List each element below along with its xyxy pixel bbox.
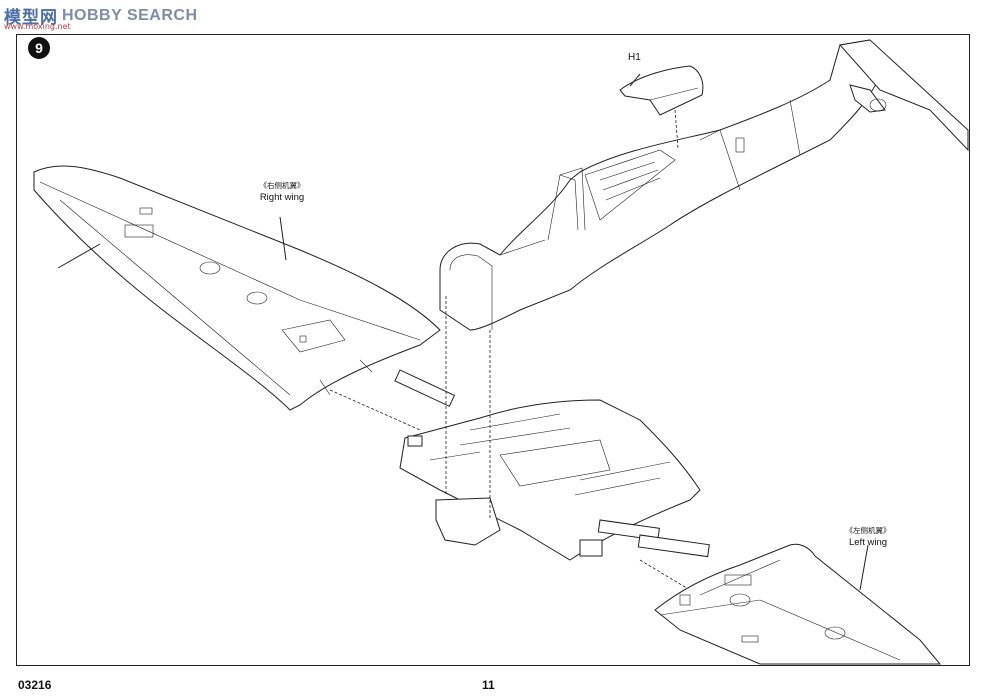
left-wing-label: 《左侧机翼》 Left wing bbox=[818, 525, 918, 549]
right-wing-label-cn: 《右侧机翼》 bbox=[259, 181, 305, 190]
left-wing-label-en: Left wing bbox=[848, 537, 888, 548]
fuselage-drawing bbox=[439, 39, 969, 331]
left-wing-drawing bbox=[654, 543, 942, 665]
right-wing-drawing bbox=[33, 165, 441, 411]
watermark-brand-cn: 模型网 bbox=[4, 8, 58, 28]
left-wing-label-cn: 《左侧机翼》 bbox=[845, 526, 891, 535]
canopy-part-drawing bbox=[619, 65, 704, 149]
part-label-canopy: H1 bbox=[628, 52, 641, 63]
page-frame bbox=[16, 34, 970, 666]
kit-number: 03216 bbox=[18, 678, 52, 692]
center-wing-drawing bbox=[394, 369, 710, 561]
watermark-brand-en: HOBBY SEARCH bbox=[62, 6, 198, 24]
step-number-badge: 9 bbox=[28, 37, 50, 59]
watermark: 模型网 HOBBY SEARCH bbox=[4, 3, 198, 29]
right-wing-label-en: Right wing bbox=[259, 192, 305, 203]
watermark-domain: www.moxing.net bbox=[4, 22, 71, 31]
page-number: 11 bbox=[482, 678, 495, 692]
alignment-lines bbox=[279, 216, 869, 591]
right-wing-label: 《右侧机翼》 Right wing bbox=[232, 180, 332, 204]
